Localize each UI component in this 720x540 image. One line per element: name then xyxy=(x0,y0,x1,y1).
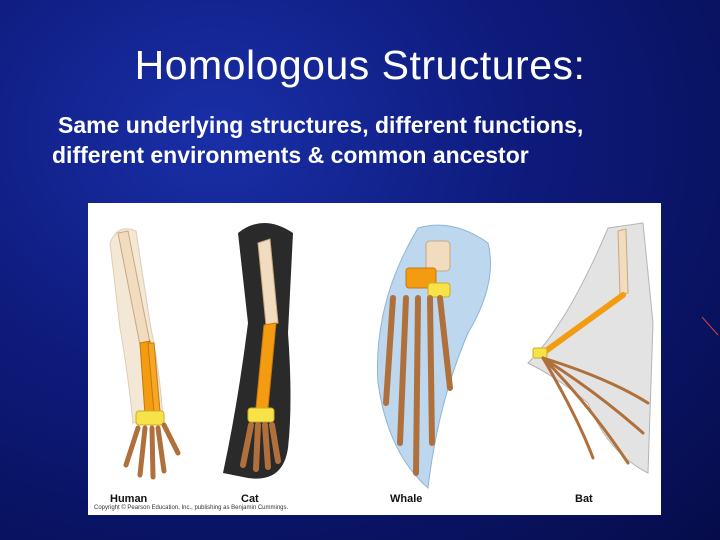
subtitle-line-2: different environments & common ancestor xyxy=(52,142,529,168)
bat-wing-drawing xyxy=(527,222,654,474)
subtitle-line-1: Same underlying structures, different fu… xyxy=(58,112,584,138)
label-whale: Whale xyxy=(390,493,423,505)
copyright-notice: Copyright © Pearson Education, Inc., pub… xyxy=(94,505,289,511)
label-cat: Cat xyxy=(241,493,259,505)
decorative-line xyxy=(701,316,719,336)
limbs-illustration xyxy=(109,222,654,490)
slide-title: Homologous Structures: xyxy=(134,42,586,88)
homologous-limbs-figure: Human Cat Whale Bat Copyright © Pearson … xyxy=(88,203,661,515)
label-bat: Bat xyxy=(575,493,593,505)
human-arm-drawing xyxy=(109,228,181,480)
label-human: Human xyxy=(110,493,148,505)
slide-subtitle: Same underlying structures, different fu… xyxy=(52,110,712,170)
cat-leg-drawing xyxy=(223,223,293,479)
whale-flipper-drawing xyxy=(377,224,491,490)
